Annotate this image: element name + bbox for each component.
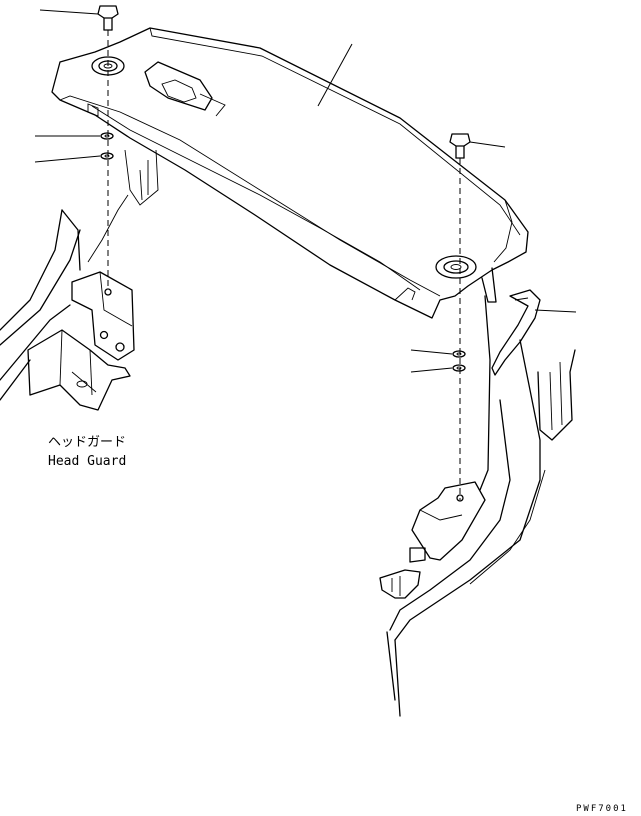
right-spring-washer-icon: [452, 364, 466, 372]
right-mount-bracket: [379, 481, 486, 599]
left-spring-washer-icon: [100, 152, 114, 160]
right-flat-washer-icon: [452, 350, 466, 358]
left-mount-bracket: [27, 271, 135, 411]
leader-lines: [34, 9, 577, 373]
right-head-guard-frame: [386, 267, 576, 717]
head-guard-label-en: Head Guard: [48, 454, 126, 469]
head-guard-label-jp: ヘッドガード: [48, 435, 126, 450]
drawing-code: PWF7001: [576, 804, 628, 814]
roof-cover: [51, 27, 529, 319]
left-flat-washer-icon: [100, 132, 114, 140]
right-knob-bolt-icon: [449, 133, 471, 159]
left-knob-bolt-icon: [97, 5, 119, 31]
right-mount-boss: [435, 255, 477, 279]
left-head-guard-frame: [0, 149, 159, 401]
